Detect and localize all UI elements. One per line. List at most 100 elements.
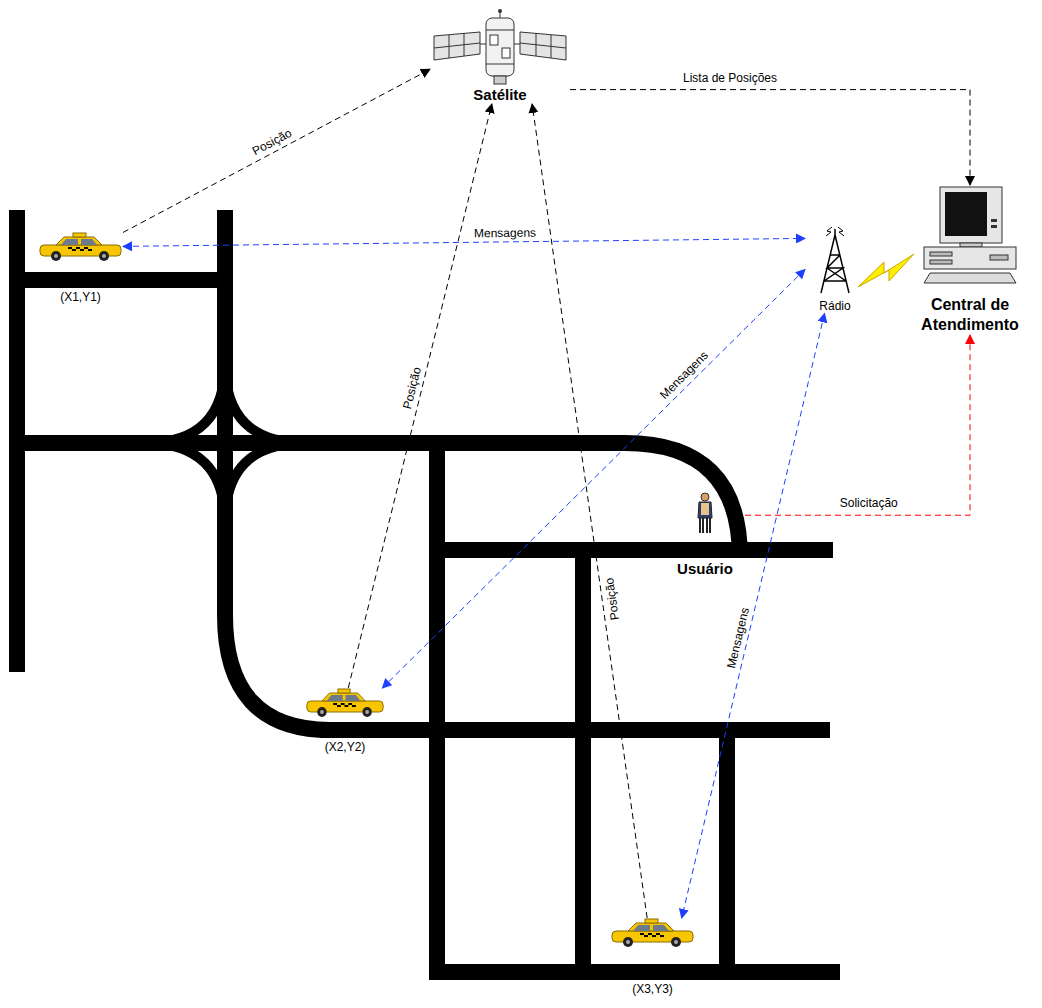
connector: [123, 238, 805, 246]
taxi-icon-part: [337, 705, 341, 707]
node-label: (X2,Y2): [325, 740, 366, 754]
taxi-icon-part: [338, 689, 350, 693]
call-center-icon: [920, 185, 1020, 285]
satellite-icon-part: [514, 44, 520, 45]
connector: [123, 69, 430, 232]
edge-label: Posição: [399, 363, 424, 412]
taxi-icon-part: [652, 935, 656, 937]
connector: [682, 313, 825, 918]
road: [225, 210, 330, 730]
satellite-icon-part: [502, 48, 510, 58]
call-center-icon-part: [940, 187, 1002, 243]
node-label: (X3,Y3): [632, 982, 673, 996]
taxi-icon-part: [341, 703, 345, 705]
call-center-icon-part: [990, 255, 1008, 260]
taxi-icon: [38, 232, 123, 262]
edge-label: Posição: [248, 125, 296, 159]
node-label: Usuário: [677, 560, 733, 578]
taxi-icon-part: [365, 710, 369, 714]
satellite-icon-part: [520, 43, 566, 48]
road: [575, 550, 591, 980]
call-center-icon-part: [930, 260, 952, 264]
call-center-icon-part: [945, 192, 987, 236]
taxi-icon-part: [322, 693, 365, 701]
taxi-icon-part: [320, 710, 324, 714]
taxi-icon-part: [648, 933, 652, 935]
radio-node: Rádio: [805, 225, 865, 313]
edge-label: Solicitação: [838, 496, 900, 510]
user-icon-part: [701, 503, 709, 515]
satellite-icon-part: [434, 43, 480, 48]
connector: [570, 90, 970, 185]
satellite-icon-part: [490, 35, 498, 45]
edge-label: Posição: [602, 575, 622, 623]
satellite-icon-part: [520, 32, 566, 60]
road: [429, 443, 445, 980]
satellite-node: Satélite: [430, 8, 570, 104]
user-node: Usuário: [665, 492, 745, 578]
satellite-icon: [430, 8, 570, 86]
taxi-icon-part: [623, 937, 633, 947]
radio-icon: [810, 225, 860, 295]
taxi-node: (X3,Y3): [610, 918, 695, 996]
connector: [532, 104, 647, 918]
satellite-icon-part: [486, 64, 514, 65]
call-center-icon-part: [924, 247, 1016, 269]
connector: [745, 335, 970, 515]
taxi-icon-part: [51, 251, 61, 261]
taxi-icon-part: [645, 919, 658, 923]
user-icon-part: [700, 518, 710, 533]
taxi-icon-part: [640, 933, 644, 935]
taxi-icon-part: [80, 249, 84, 251]
satellite-icon-part: [480, 44, 486, 45]
user-icon: [694, 492, 716, 534]
taxi-icon-part: [76, 247, 80, 249]
node-label: Rádio: [819, 299, 850, 313]
satellite-icon-part: [486, 18, 514, 76]
taxi-icon-part: [84, 247, 88, 249]
edge-label: Mensagens: [472, 226, 538, 241]
taxi-icon-part: [333, 703, 337, 705]
satellite-icon-part: [498, 9, 502, 13]
road: [719, 730, 735, 980]
road-ramp: [225, 443, 305, 523]
taxi-icon-part: [633, 925, 669, 931]
taxi-icon-part: [626, 940, 630, 944]
radio-icon-part: [826, 227, 832, 236]
taxi-node: (X1,Y1): [38, 232, 123, 304]
taxi-icon-part: [99, 251, 109, 261]
taxi-icon-part: [56, 237, 102, 245]
taxi-icon-part: [348, 703, 352, 705]
radio-icon-part: [821, 235, 849, 293]
radio-link-bolt: [858, 254, 914, 287]
node-label: (X1,Y1): [60, 290, 101, 304]
road: [429, 964, 840, 980]
satellite-icon-part: [486, 30, 514, 31]
taxi-icon: [305, 688, 385, 718]
taxi-icon-part: [656, 933, 660, 935]
road: [437, 542, 833, 558]
call-center-icon-part: [991, 225, 997, 228]
road-ramp: [145, 443, 225, 523]
road-ramp: [225, 363, 305, 443]
taxi-icon-part: [72, 249, 76, 251]
taxi-icon-part: [674, 940, 678, 944]
taxi-icon-part: [345, 705, 349, 707]
taxi-icon-part: [68, 247, 72, 249]
call-center-node: Central de Atendimento: [900, 185, 1040, 335]
connector: [382, 269, 805, 688]
connector: [348, 104, 492, 688]
taxi-icon: [610, 918, 695, 948]
road: [320, 722, 830, 738]
call-center-icon-part: [960, 243, 982, 247]
call-center-icon-part: [930, 252, 952, 256]
taxi-icon-part: [61, 239, 97, 245]
taxi-icon-part: [102, 254, 106, 258]
taxi-icon-part: [660, 935, 664, 937]
taxi-icon-part: [327, 695, 361, 701]
call-center-icon-part: [991, 219, 997, 222]
taxi-icon-part: [54, 254, 58, 258]
taxi-icon-part: [362, 707, 371, 717]
taxi-node: (X2,Y2): [305, 688, 385, 754]
